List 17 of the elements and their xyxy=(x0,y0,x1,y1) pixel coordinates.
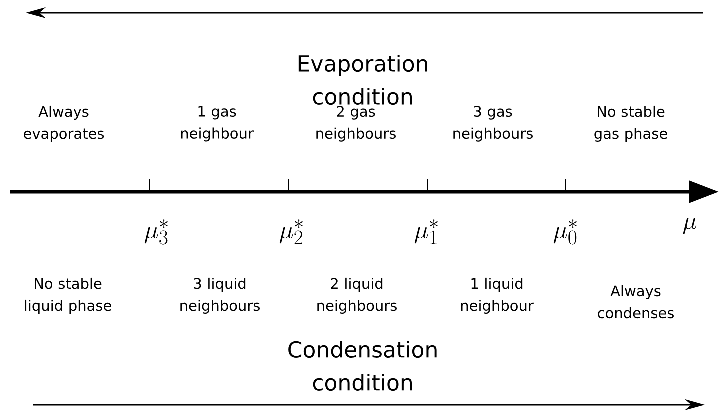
region-label: 3 gas neighbours xyxy=(454,106,533,142)
threshold-label: $\mu_1^*$ xyxy=(414,220,438,244)
region-label: 1 liquid neighbour xyxy=(461,278,534,314)
threshold-label: $\mu$ xyxy=(683,218,697,234)
region-label: 1 gas neighbour xyxy=(181,106,254,142)
region-label: No stable liquid phase xyxy=(25,278,112,314)
region-label: No stable gas phase xyxy=(594,106,668,142)
threshold-label: $\mu_2^*$ xyxy=(280,220,303,244)
region-label: 2 liquid neighbours xyxy=(318,278,397,314)
threshold-label: $\mu_3^*$ xyxy=(144,220,168,245)
condition-label: Evaporation condition xyxy=(298,54,428,105)
region-label: 2 gas neighbours xyxy=(316,106,396,142)
threshold-label: $\mu_0^*$ xyxy=(554,220,577,245)
region-label: Always condenses xyxy=(598,285,674,319)
region-label: Always evaporates xyxy=(24,106,104,142)
condition-label: Condensation condition xyxy=(288,340,437,391)
region-label: 3 liquid neighbours xyxy=(180,278,260,314)
